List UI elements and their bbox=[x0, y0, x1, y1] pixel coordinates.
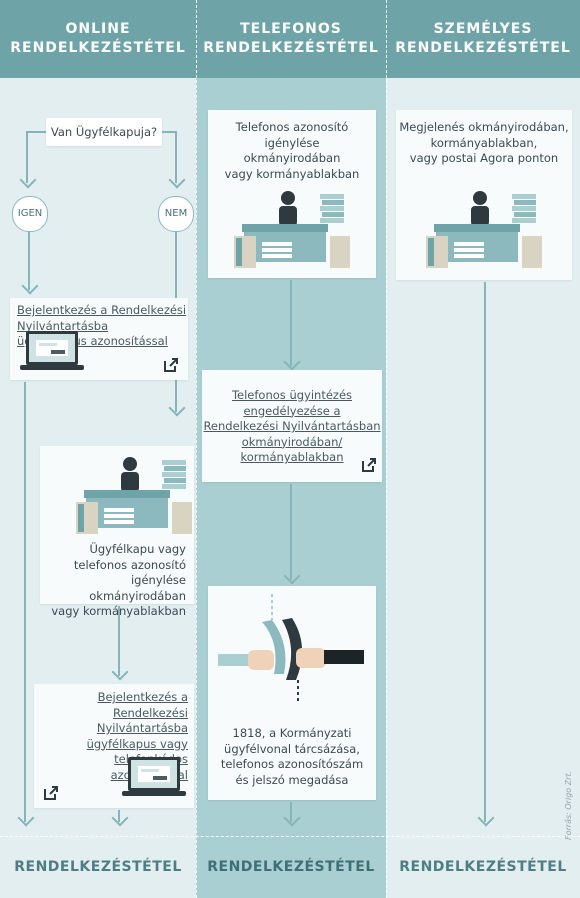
connector bbox=[118, 810, 120, 822]
laptop-icon bbox=[20, 331, 84, 370]
external-link-icon[interactable] bbox=[44, 786, 58, 800]
telephone-handoff-icon bbox=[218, 594, 364, 702]
login2-card[interactable]: Bejelentkezés a Rendelkezési Nyilvántart… bbox=[34, 684, 194, 808]
connector bbox=[24, 382, 26, 822]
question-box: Van Ügyfélkapuja? bbox=[46, 118, 162, 146]
connector bbox=[162, 131, 176, 133]
connector bbox=[290, 802, 292, 822]
office-card: Ügyfélkapu vagy telefonos azonosító igén… bbox=[40, 446, 194, 618]
connector bbox=[26, 131, 28, 183]
phone-enable-card[interactable]: Telefonos ügyintézés engedélyezése a Ren… bbox=[202, 370, 382, 482]
connector bbox=[290, 280, 292, 366]
connector bbox=[28, 232, 30, 290]
laptop-icon bbox=[122, 757, 186, 796]
footer-divider bbox=[0, 836, 580, 837]
external-link-icon[interactable] bbox=[362, 458, 376, 472]
phone-request-card: Telefonos azonosító igénylése okmányirod… bbox=[208, 110, 376, 278]
login-card[interactable]: Bejelentkezés a Rendelkezési Nyilvántart… bbox=[10, 298, 188, 380]
phone-footer: RENDELKEZÉSTÉTEL bbox=[196, 836, 386, 898]
connector bbox=[290, 484, 292, 580]
connector bbox=[118, 606, 120, 676]
connector bbox=[484, 282, 486, 822]
external-link-icon[interactable] bbox=[164, 358, 178, 372]
connector bbox=[26, 131, 46, 133]
column-divider bbox=[196, 0, 197, 898]
personal-footer: RENDELKEZÉSTÉTEL bbox=[386, 836, 580, 898]
office-clerk-icon bbox=[234, 191, 350, 268]
online-footer: RENDELKEZÉSTÉTEL bbox=[0, 836, 196, 898]
column-divider bbox=[386, 0, 387, 898]
connector bbox=[175, 131, 177, 183]
yes-badge: IGEN bbox=[12, 196, 48, 232]
office-clerk-icon bbox=[76, 457, 192, 534]
office-clerk-icon bbox=[426, 191, 542, 268]
phone-call-card: 1818, a Kormányzati ügyfélvonal tárcsázá… bbox=[208, 586, 376, 800]
no-badge: NEM bbox=[158, 196, 194, 232]
personal-visit-card: Megjelenés okmányirodában, kormányablakb… bbox=[396, 110, 572, 280]
source-credit: Forrás: Origo Zrt. bbox=[564, 770, 573, 840]
